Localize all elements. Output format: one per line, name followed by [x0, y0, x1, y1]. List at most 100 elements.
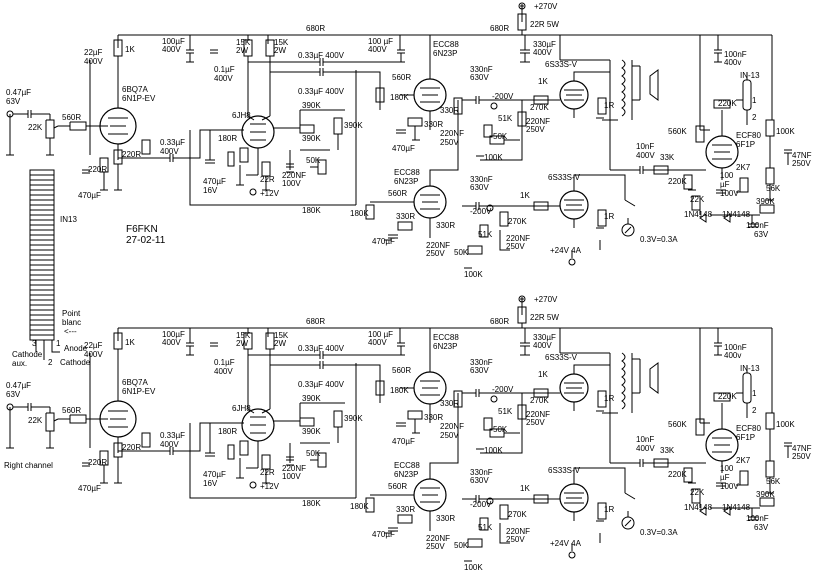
- left-channel-v100b-label: 100V: [720, 189, 739, 198]
- left-channel-cap-470uf-b-label: 470µF: [392, 144, 415, 153]
- left-channel-cap-01uf-label: 0.1µF: [214, 65, 235, 74]
- left-channel-cap-470uf-16-label: 470µF: [203, 177, 226, 186]
- left-channel-r680b-label: 680R: [490, 24, 509, 33]
- right-channel-r220b-label: 220R: [88, 458, 107, 467]
- right-channel-v63b-label: 63V: [754, 523, 769, 532]
- left-channel-cap-330nf-label: 330nF: [470, 65, 493, 74]
- right-channel-tube-ecf80-2-label: 6F1P: [736, 433, 755, 442]
- right-channel-r15k-label: 15K: [236, 331, 251, 340]
- right-channel-v400-label: 400V: [533, 341, 552, 350]
- right-channel-v400h-label: 400V: [636, 444, 655, 453]
- left-channel-pin1-label: 1: [752, 96, 757, 105]
- left-channel-r56k-label: 56K: [766, 184, 781, 193]
- right-channel-r2k7-label: 2K7: [736, 456, 751, 465]
- right-channel-r56k-label: 56K: [766, 477, 781, 486]
- right-channel-v630b-label: 630V: [470, 476, 489, 485]
- right-channel-r180-label: 180R: [218, 427, 237, 436]
- left-channel-res-22r-5w-label: 22R 5W: [530, 20, 559, 29]
- right-channel-diode-b-label: 1N4148: [722, 503, 751, 512]
- left-channel-cap-033uf-c-label: 0.33µF 400V: [298, 87, 345, 96]
- left-channel-tube-v3b-1-label: ECC88: [394, 168, 420, 177]
- right-channel-v100-label: 100V: [282, 472, 301, 481]
- left-channel-cap-220nf-label: 220NF: [282, 171, 306, 180]
- right-channel-v630-label: 630V: [470, 366, 489, 375]
- left-channel-r22-label: 22R: [260, 175, 275, 184]
- left-channel-cap-220nf-label: 220NF: [440, 129, 464, 138]
- right-channel-tube-v1-1-label: 6BQ7A: [122, 378, 148, 387]
- left-channel-cap-470uf-c-label: 470µF: [372, 237, 395, 246]
- left-channel-cap-220nf-b-label: 220NF: [526, 117, 550, 126]
- left-channel-r1k-label: 1K: [125, 45, 135, 54]
- left-channel-r270k-label: 270K: [530, 103, 549, 112]
- left-channel-r330d-label: 330R: [436, 221, 455, 230]
- right-channel-r390kc-label: 390K: [344, 414, 363, 423]
- left-channel-r560-label: 560R: [62, 113, 81, 122]
- left-channel-r560b-label: 560R: [392, 73, 411, 82]
- left-channel-cap-100uf-label: 100µF: [162, 37, 185, 46]
- left-channel-w2b-label: 2W: [274, 46, 286, 55]
- left-channel-tube-v3-2-label: 6N23P: [433, 49, 457, 58]
- left-channel-r390kb-label: 390K: [302, 134, 321, 143]
- right-channel-pin2-label: 2: [752, 406, 757, 415]
- left-channel-w2-label: 2W: [236, 46, 248, 55]
- right-channel-v200b-label: -200V: [470, 500, 492, 509]
- left-channel-v400c-label: 400V: [162, 45, 181, 54]
- left-channel-v630b-label: 630V: [470, 183, 489, 192]
- right-channel-cap-220nf-label: 220NF: [440, 422, 464, 431]
- right-channel-r270kb-label: 270K: [508, 510, 527, 519]
- right-channel-tube-pwr-label: 6S33S-V: [545, 353, 578, 362]
- right-channel-r220k-label: 220K: [668, 470, 687, 479]
- left-channel-r1r-label: 1R: [604, 101, 614, 110]
- right-channel-v400d-label: 400V: [214, 367, 233, 376]
- left-channel-r51k-label: 51K: [498, 114, 513, 123]
- left-channel-r15k-label: 15K: [236, 38, 251, 47]
- right-channel-pot-50k-label: 50K: [306, 449, 321, 458]
- right-channel-v100b-label: 100V: [720, 482, 739, 491]
- left-channel-cap-033uf-label: 0.33µF: [160, 138, 185, 147]
- blanc-label: blanc: [62, 318, 81, 327]
- right-channel-v250-label: 250V: [440, 431, 459, 440]
- left-channel-r680-label: 680R: [306, 24, 325, 33]
- right-channel-label: Right channel: [4, 461, 53, 470]
- right-channel-r390kb-label: 390K: [302, 427, 321, 436]
- left-channel-r100k-r-label: 100K: [776, 127, 795, 136]
- right-channel-r1k-label: 1K: [125, 338, 135, 347]
- right-channel-r100k-label: 100K: [484, 446, 503, 455]
- right-channel-cap-033uf-c-label: 0.33µF 400V: [298, 380, 345, 389]
- left-channel-cap-220nf-c-label: 220NF: [426, 241, 450, 250]
- left-channel-v400d-label: 400V: [214, 74, 233, 83]
- right-channel-cap-047-label: 0.47µF: [6, 381, 31, 390]
- right-channel-r1kb-label: 1K: [538, 370, 548, 379]
- left-channel-r1kb-label: 1K: [538, 77, 548, 86]
- right-channel-r390k-label: 390K: [302, 394, 321, 403]
- right-channel-v400b-label: 400V: [84, 350, 103, 359]
- left-channel-tube-v1-2-label: 6N1P-EV: [122, 94, 156, 103]
- left-channel-v200b-label: -200V: [470, 207, 492, 216]
- right-channel-v12-label: +12V: [260, 482, 280, 491]
- left-channel-r220k-label: 220K: [668, 177, 687, 186]
- left-channel-v400g-label: 400v: [724, 58, 741, 67]
- right-channel-w2b-label: 2W: [274, 339, 286, 348]
- right-channel-r560-label: 560R: [62, 406, 81, 415]
- left-channel-cap-10nf-label: 10nF: [636, 142, 654, 151]
- right-channel-cap-220nf-label: 220NF: [282, 464, 306, 473]
- in13-display-tube-icon: [29, 169, 60, 360]
- left-channel-cap-470uf-label: 470µF: [78, 191, 101, 200]
- left-channel-supply-top-label: +270V: [534, 2, 558, 11]
- right-channel-r680b-label: 680R: [490, 317, 509, 326]
- right-channel-tube-v3b-1-label: ECC88: [394, 461, 420, 470]
- left-channel-cap-47nf-label: 47NF: [792, 151, 812, 160]
- display-tube-label: IN13: [60, 215, 77, 224]
- left-channel-diode-b-label: 1N4148: [722, 210, 751, 219]
- left-channel-r560c-label: 560R: [388, 189, 407, 198]
- left-channel-r560k-label: 560K: [668, 127, 687, 136]
- left-channel-diode-label: 1N4148: [684, 210, 713, 219]
- right-channel-r180kb-label: 180K: [350, 502, 369, 511]
- left-channel-v400h-label: 400V: [636, 151, 655, 160]
- left-channel-cap-330uf-label: 330µF: [533, 40, 556, 49]
- right-channel-tube-pwr-b-label: 6S33S-V: [548, 466, 581, 475]
- left-channel-tube-v2-label: 6JH8: [232, 111, 251, 120]
- right-channel-cap-470uf-b-label: 470µF: [392, 437, 415, 446]
- right-channel-v400e-label: 400V: [160, 440, 179, 449]
- right-channel-w2-label: 2W: [236, 339, 248, 348]
